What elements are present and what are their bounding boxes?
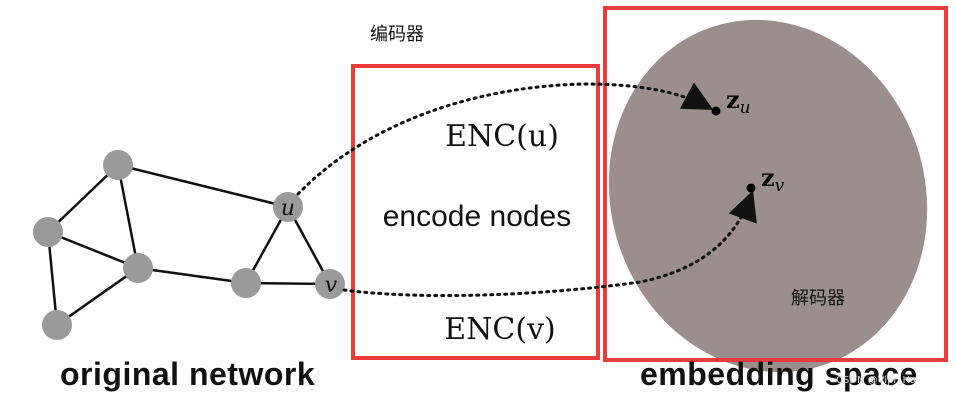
encoder-label: 编码器 — [370, 24, 424, 45]
embedding-point-u — [711, 106, 721, 116]
enc-u-label: ENC(u) — [445, 119, 559, 154]
network-node — [231, 268, 261, 298]
encode-nodes-label: encode nodes — [383, 200, 572, 233]
node-v — [315, 269, 345, 299]
node-u — [273, 192, 303, 222]
encoder-box — [351, 64, 600, 360]
embedding-space-title: embedding space — [640, 356, 918, 392]
original-network-title: original network — [60, 356, 316, 392]
embedding-point-v — [746, 183, 756, 193]
network-edges — [46, 163, 332, 327]
z-v-label: zv — [761, 163, 785, 196]
network-nodes — [33, 150, 345, 340]
enc-v-label: ENC(v) — [444, 312, 555, 347]
z-u-label: zu — [726, 85, 751, 118]
network-node — [103, 150, 133, 180]
network-node — [42, 310, 72, 340]
network-node — [123, 253, 153, 283]
decoder-label: 解码器 — [791, 288, 845, 309]
map-arrow-u — [296, 82, 714, 196]
node-v-label: v — [325, 273, 338, 298]
node-u-label: u — [281, 196, 295, 221]
network-node — [33, 217, 63, 247]
map-arrow-v — [342, 190, 757, 298]
watermark: CSDN @Vipr_Ha — [836, 375, 917, 386]
embedding-box — [603, 6, 948, 362]
embedding-space-ellipse — [608, 19, 928, 373]
